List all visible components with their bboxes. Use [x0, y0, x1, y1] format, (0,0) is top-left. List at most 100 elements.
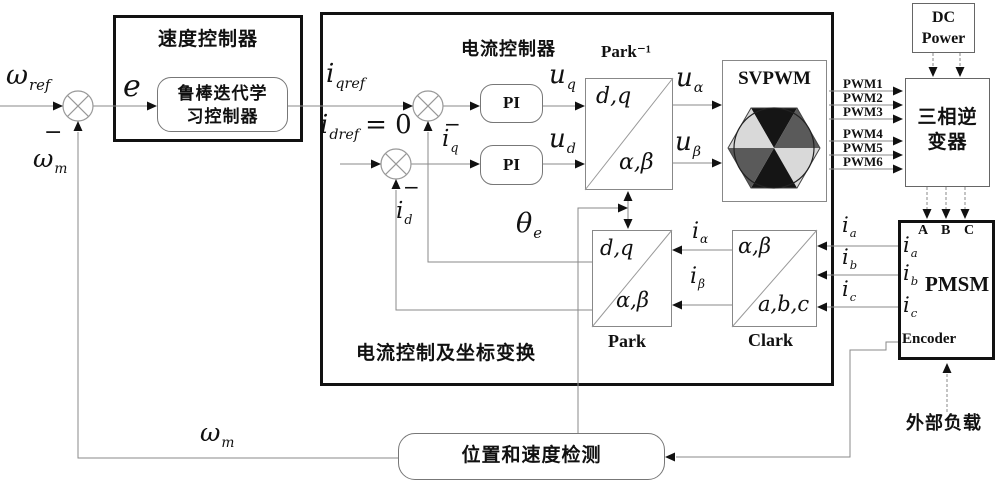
- svpwm-box: SVPWM: [722, 60, 827, 202]
- pmsm-phase-c-label: C: [964, 223, 975, 238]
- inverter-to-pmsm-wires: [926, 187, 966, 209]
- pmsm-ib-base: i: [903, 261, 910, 285]
- svpwm-title: SVPWM: [738, 68, 811, 89]
- u-alpha-sub: α: [693, 80, 704, 97]
- uq-label: uq: [549, 62, 576, 92]
- pmsm-encoder-label: Encoder: [902, 331, 957, 347]
- ud-base: u: [549, 124, 566, 154]
- ib-wire-base: i: [842, 245, 849, 269]
- i-beta-base: i: [690, 264, 698, 289]
- park-inverse-bottomright-label: α,β: [619, 150, 654, 175]
- i-alpha-sub: α: [700, 232, 709, 247]
- omega-m-left-label: ωm: [33, 146, 67, 177]
- id-feedback-label: id: [396, 200, 412, 226]
- pwm4-label: PWM4: [843, 126, 883, 141]
- omega-m-bottom-label: ωm: [200, 420, 234, 451]
- pwm2-label: PWM2: [843, 90, 883, 105]
- current-controller-title: 电流控制器: [461, 39, 556, 59]
- ia-wire-sub: a: [849, 226, 857, 241]
- position-detect-label: 位置和速度检测: [461, 445, 602, 466]
- u-beta-base: u: [675, 127, 692, 157]
- i-alpha-base: i: [692, 219, 700, 244]
- park-bottomright-label: α,β: [616, 288, 649, 312]
- ilc-box: 鲁棒迭代学 习控制器: [157, 77, 288, 132]
- id-feedback-sub: d: [404, 211, 413, 227]
- u-alpha-label: uα: [676, 65, 703, 95]
- external-load-label: 外部负载: [906, 413, 982, 433]
- omega-m-bottom-base: ω: [200, 418, 221, 447]
- uq-sub: q: [566, 77, 576, 94]
- error-label: e: [123, 69, 141, 104]
- dc-to-inverter-wires: [932, 53, 961, 68]
- coordinate-transform-footer: 电流控制及坐标变换: [356, 343, 537, 364]
- position-detect-box: 位置和速度检测: [398, 433, 665, 480]
- pwm5-label: PWM5: [843, 140, 883, 155]
- omega-m-left-base: ω: [33, 144, 54, 173]
- ib-wire-label: ib: [842, 247, 857, 272]
- ic-wire-sub: c: [849, 290, 857, 305]
- clark-bottomright-label: a,b,c: [758, 292, 810, 316]
- pi1-label: PI: [503, 93, 520, 112]
- inverter-label-line1: 三相逆: [917, 107, 978, 128]
- dc-power-label-line1: DC: [931, 9, 956, 26]
- speed-minus-sign: −: [44, 120, 63, 145]
- pmsm-ib-label: ib: [903, 263, 918, 288]
- id-feedback-base: i: [396, 198, 404, 224]
- pmsm-name-label: PMSM: [925, 272, 990, 296]
- park-topleft-label: d,q: [600, 236, 634, 260]
- omega-ref-sub: ref: [29, 76, 51, 95]
- idref-base: i: [320, 110, 329, 140]
- pi2-label: PI: [503, 155, 520, 174]
- ic-wire-base: i: [842, 277, 849, 301]
- omega-m-left-sub: m: [54, 161, 68, 177]
- ia-wire-base: i: [842, 213, 849, 237]
- i-alpha-label: iα: [692, 219, 709, 247]
- park-inverse-title: Park⁻¹: [601, 42, 651, 61]
- pmsm-ic-base: i: [903, 293, 910, 317]
- omega-m-bottom-sub: m: [221, 435, 235, 451]
- ia-wire-label: ia: [842, 215, 857, 240]
- u-alpha-base: u: [676, 63, 693, 93]
- idref-sub: dref: [329, 127, 360, 144]
- pmsm-phase-a-label: A: [918, 223, 929, 238]
- clark-topleft-label: α,β: [738, 234, 771, 258]
- pmsm-ia-label: ia: [903, 235, 918, 260]
- theta-e-base: θ: [516, 208, 533, 239]
- pmsm-ia-base: i: [903, 233, 910, 257]
- ud-sub: d: [566, 141, 576, 158]
- pi1-box: PI: [480, 84, 543, 123]
- park-title: Park: [608, 331, 646, 351]
- pmsm-ib-sub: b: [910, 274, 919, 289]
- pmsm-phase-b-label: B: [941, 223, 951, 238]
- u-beta-sub: β: [692, 144, 702, 161]
- omega-ref-base: ω: [6, 60, 29, 91]
- pi2-box: PI: [480, 145, 543, 185]
- pwm1-label: PWM1: [843, 76, 883, 91]
- inverter-box: 三相逆 变器: [905, 78, 990, 187]
- iq-feedback-label: iq: [442, 128, 458, 154]
- uq-base: u: [549, 60, 566, 90]
- u-beta-label: uβ: [675, 129, 701, 159]
- ic-wire-label: ic: [842, 279, 856, 304]
- pmsm-ic-sub: c: [910, 306, 918, 321]
- i-beta-sub: β: [698, 277, 706, 292]
- iq-feedback-sub: q: [450, 139, 459, 155]
- iqref-sub: qref: [335, 76, 366, 93]
- iqref-label: iqref: [326, 61, 365, 91]
- theta-e-sub: e: [533, 224, 543, 243]
- iq-feedback-base: i: [442, 126, 450, 152]
- pmsm-ia-sub: a: [910, 246, 918, 261]
- ilc-label-line1: 鲁棒迭代学: [177, 84, 268, 103]
- ilc-label-line2: 习控制器: [186, 107, 259, 126]
- inverter-label-line2: 变器: [927, 132, 968, 153]
- theta-e-label: θe: [516, 210, 542, 241]
- idref-label: idref= 0: [320, 112, 412, 142]
- dc-power-box: DC Power: [912, 3, 975, 53]
- id-minus-sign: −: [403, 175, 420, 199]
- pmsm-box: [898, 220, 995, 360]
- pmsm-to-clark-wires: [827, 245, 898, 308]
- iqref-base: i: [326, 59, 335, 89]
- pwm6-label: PWM6: [843, 154, 883, 169]
- ud-label: ud: [549, 126, 576, 156]
